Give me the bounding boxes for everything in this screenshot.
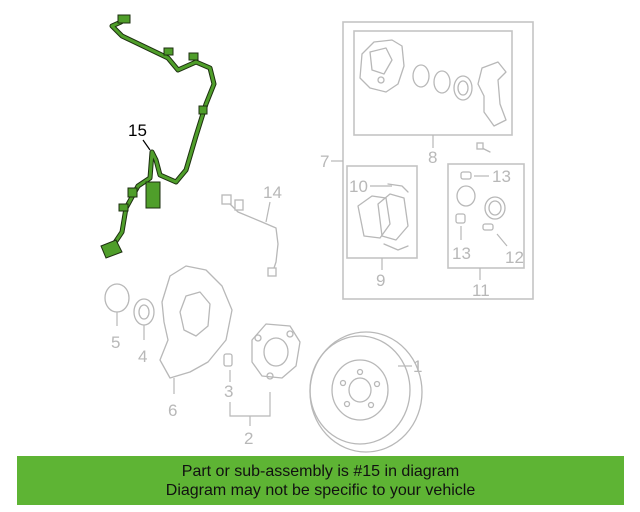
callout-10: 10 bbox=[349, 177, 368, 196]
leader-15 bbox=[142, 139, 151, 151]
callout-1: 1 bbox=[413, 357, 422, 376]
banner-line-2: Diagram may not be specific to your vehi… bbox=[165, 482, 476, 499]
part-11-seal-kit bbox=[455, 171, 506, 231]
callout-15: 15 bbox=[128, 121, 147, 140]
part-5-snap-ring bbox=[104, 283, 130, 326]
callout-11: 11 bbox=[472, 281, 490, 300]
callout-4: 4 bbox=[138, 347, 147, 366]
banner-line-1: Part or sub-assembly is #15 in diagram bbox=[181, 463, 460, 480]
leader-2 bbox=[229, 392, 271, 426]
part-15-abs-sensor-harness[interactable] bbox=[100, 14, 217, 259]
callout-12: 12 bbox=[505, 248, 524, 267]
callout-8: 8 bbox=[428, 148, 437, 167]
group-8-box bbox=[353, 30, 513, 136]
part-info-banner: Part or sub-assembly is #15 in diagram D… bbox=[17, 456, 624, 505]
part-14-brake-hose bbox=[221, 194, 279, 277]
callout-6: 6 bbox=[168, 401, 177, 420]
part-3-hub-bolt bbox=[223, 353, 233, 382]
callout-14: 14 bbox=[263, 183, 282, 202]
leader-12 bbox=[496, 233, 508, 247]
caliper-bolt bbox=[476, 142, 491, 153]
callout-3: 3 bbox=[224, 382, 233, 401]
callout-13a: 13 bbox=[492, 167, 511, 186]
callout-2: 2 bbox=[244, 429, 253, 448]
parts-diagram: 15 14 7 8 10 9 bbox=[100, 14, 534, 453]
part-1-brake-rotor bbox=[309, 331, 423, 453]
part-9-brake-pads bbox=[357, 183, 409, 251]
callout-5: 5 bbox=[111, 333, 120, 352]
callout-13b: 13 bbox=[452, 244, 471, 263]
part-8-caliper bbox=[359, 39, 507, 127]
part-4-wheel-bearing bbox=[133, 298, 155, 340]
part-2-wheel-hub bbox=[251, 323, 301, 380]
callout-9: 9 bbox=[376, 271, 385, 290]
part-6-dust-shield bbox=[159, 265, 233, 394]
group-11-box bbox=[447, 163, 525, 269]
callout-7: 7 bbox=[320, 152, 329, 171]
